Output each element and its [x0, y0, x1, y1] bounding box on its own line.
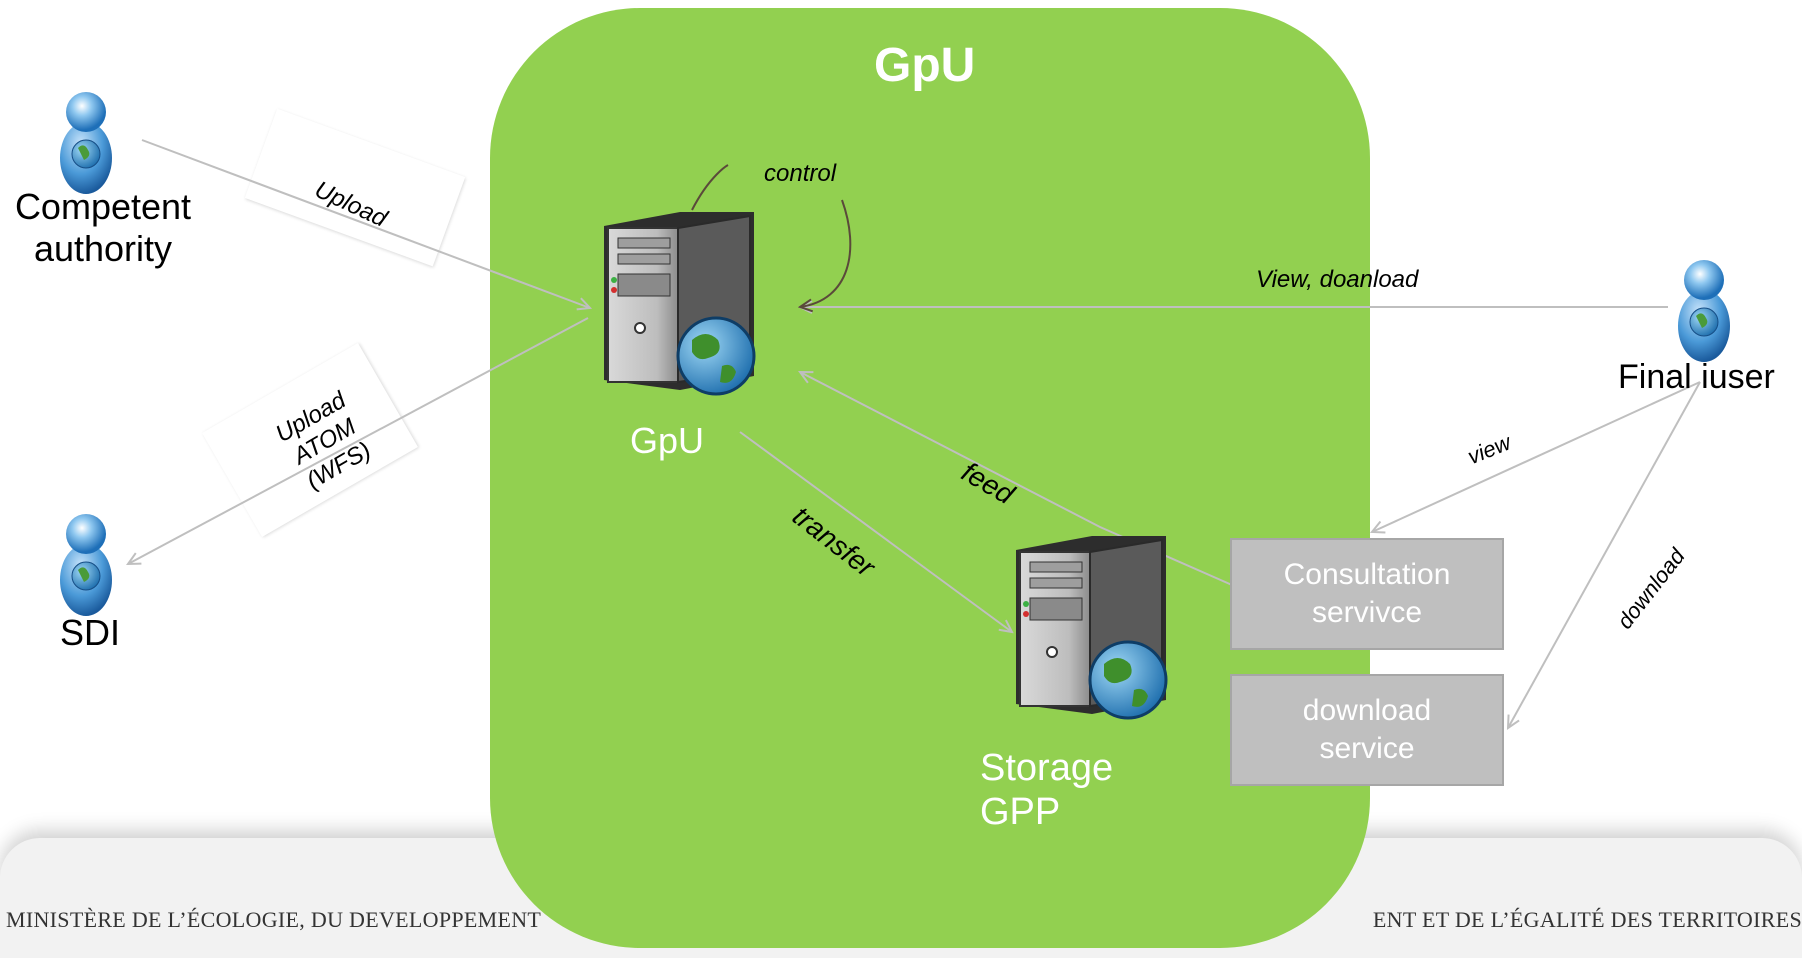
gpu-server-label: GpU: [630, 420, 705, 461]
consultation-line2: servivce: [1311, 596, 1423, 629]
server-icon-storage: [1016, 536, 1168, 720]
upload-arrow: [141, 139, 590, 308]
control-arrow: [691, 164, 852, 307]
server-icon-gpu: [604, 212, 756, 396]
gpu-container-title: GpU: [874, 39, 976, 92]
diagram-canvas: MINISTÈRE DE L’ÉCOLOGIE, DU DEVELOPPEMEN…: [0, 8, 1802, 958]
transfer-arrow: [739, 431, 1012, 632]
view-download-flow-label: View, doanload: [1256, 266, 1419, 293]
consultation-service-box: Consultation servivce: [1230, 538, 1504, 650]
download-service-box: download service: [1230, 674, 1504, 786]
connectors-layer: [60, 92, 1730, 934]
download-service-line1: download: [1302, 694, 1432, 727]
competent-authority-label: Competent authority: [10, 186, 196, 270]
competent-authority-line2: authority: [33, 228, 173, 269]
competent-authority-line1: Competent: [14, 186, 192, 227]
download-arrow: [1508, 381, 1701, 728]
footer-ministry-right: ENT ET DE L’ÉGALITÉ DES TERRITOIRES: [1372, 907, 1802, 932]
consultation-line1: Consultation: [1283, 558, 1451, 591]
upload-atom-arrow: [128, 317, 589, 564]
person-icon-final-user: [1678, 260, 1730, 362]
person-icon-competent-authority: [60, 92, 112, 194]
gpu-container: [490, 8, 1370, 948]
sdi-label: SDI: [60, 612, 121, 653]
download-service-line2: service: [1319, 732, 1415, 765]
view-arrow: [1372, 381, 1701, 532]
storage-server-label: Storage GPP: [980, 746, 1113, 834]
storage-line2: GPP: [980, 791, 1061, 833]
person-icon-sdi: [60, 514, 112, 616]
final-user-label: Final iuser: [1618, 358, 1775, 396]
control-flow-label: control: [764, 160, 837, 187]
footer-ministry-left: MINISTÈRE DE L’ÉCOLOGIE, DU DEVELOPPEMEN…: [6, 907, 542, 932]
feed-arrow: [800, 372, 1233, 586]
storage-line1: Storage: [980, 747, 1114, 789]
